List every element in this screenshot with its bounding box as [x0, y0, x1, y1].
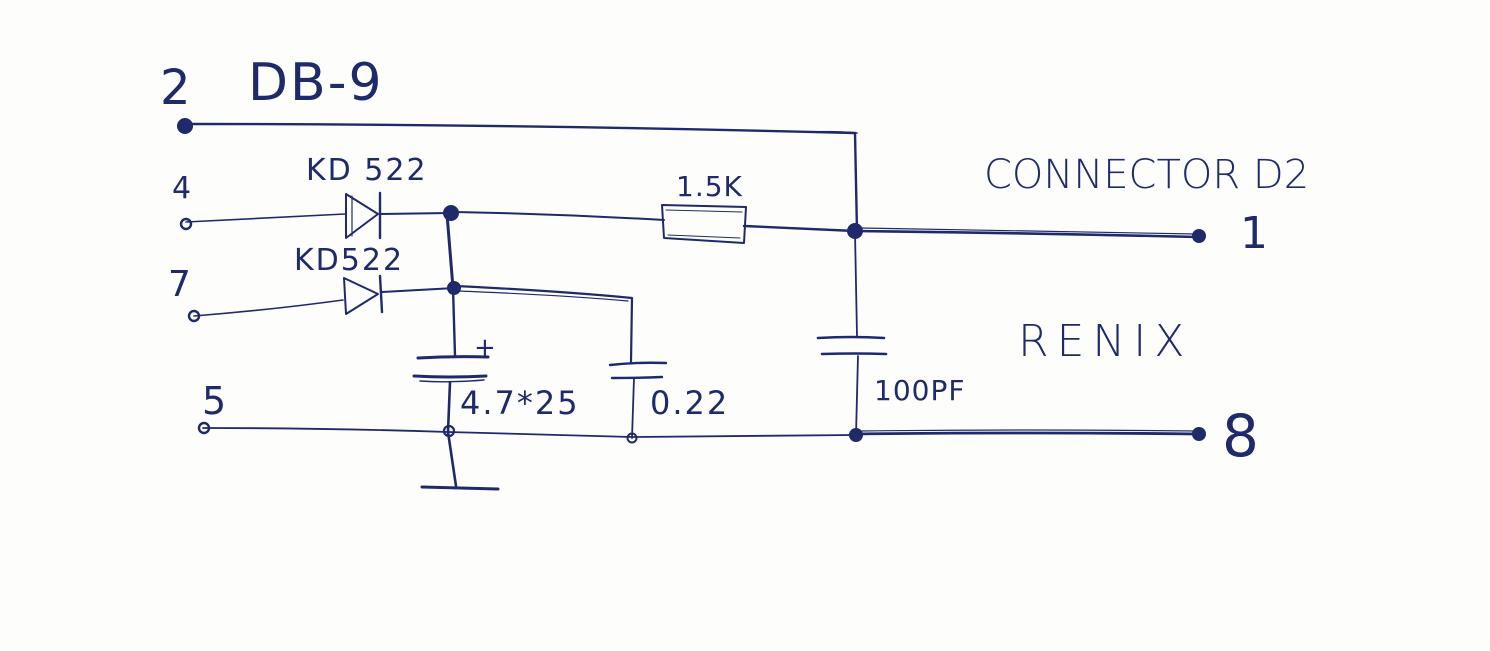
wire-junction-c-pin1-double	[859, 227, 1197, 235]
capacitor-small	[816, 335, 888, 356]
label-renix: RENIX	[1018, 316, 1192, 367]
junction-b	[447, 281, 461, 295]
label-diode1: KD 522	[306, 153, 428, 188]
wire-ground-rail-to-pin8	[853, 431, 1200, 436]
terminal-db9-pin2	[177, 118, 193, 134]
wire-junction-a-junction-b	[445, 212, 455, 290]
wire-junction-c-pin1	[853, 229, 1200, 239]
wire-junction-b-cap-film	[453, 284, 634, 364]
wire-pin2-top-rail-overstroke	[809, 130, 858, 134]
terminal-d2-pin1	[1192, 229, 1206, 243]
junction-ground-right	[849, 428, 863, 442]
wire-pin5-ground-rail	[202, 427, 856, 438]
label-db9-pin4: 4	[172, 171, 191, 206]
wire-junction-c-cap-small	[854, 231, 858, 337]
ground-symbol	[420, 485, 500, 491]
label-db9-title: DB-9	[248, 53, 384, 113]
wire-cap-small-lower	[855, 355, 859, 436]
junction-ground-mid	[626, 432, 638, 444]
wire-diode1-junction-a	[379, 212, 451, 215]
junction-ground-left	[442, 424, 456, 438]
label-cap-film: 0.22	[650, 384, 729, 422]
capacitor-electrolytic	[412, 355, 490, 383]
label-cap-small: 100PF	[874, 374, 965, 407]
label-diode2: KD522	[294, 243, 404, 278]
label-cap-electrolytic-polarity: +	[474, 333, 496, 363]
wire-resistor-junction-c	[742, 224, 857, 233]
wire-diode2-junction-b	[381, 287, 456, 293]
junction-a	[443, 205, 459, 221]
label-d2-pin8: 8	[1222, 402, 1259, 470]
wire-pin4-diode1	[185, 213, 346, 223]
wire-junction-b-cap-electrolytic	[451, 286, 457, 358]
wire-cap-film-lower	[631, 377, 635, 439]
wire-junction-a-resistor	[454, 211, 665, 221]
wire-pin2-top-rail	[185, 122, 859, 234]
wire-cap-electrolytic-lower	[446, 380, 458, 488]
diode-kd522-2	[343, 274, 384, 315]
label-d2-pin1: 1	[1240, 208, 1268, 259]
label-cap-electrolytic: 4.7*25	[460, 384, 580, 422]
terminal-db9-pin5	[197, 421, 211, 435]
label-db9-pin7: 7	[168, 264, 191, 305]
wire-pin7-diode2	[193, 299, 344, 317]
wire-junction-b-cap-film-double	[457, 290, 629, 302]
terminal-d2-pin8	[1192, 427, 1206, 441]
wire-ground-rail-to-pin8-double	[861, 429, 1197, 432]
label-connector-d2: CONNECTOR D2	[984, 152, 1309, 198]
terminal-db9-pin4	[179, 217, 193, 231]
terminal-db9-pin7	[187, 309, 201, 323]
capacitor-film	[608, 361, 668, 380]
label-db9-pin5: 5	[202, 379, 226, 423]
diode-kd522-1	[345, 191, 382, 240]
label-db9-pin2: 2	[160, 60, 191, 116]
junction-c	[847, 223, 863, 239]
label-resistor: 1.5K	[676, 170, 743, 203]
resistor-1-5k	[661, 204, 747, 244]
